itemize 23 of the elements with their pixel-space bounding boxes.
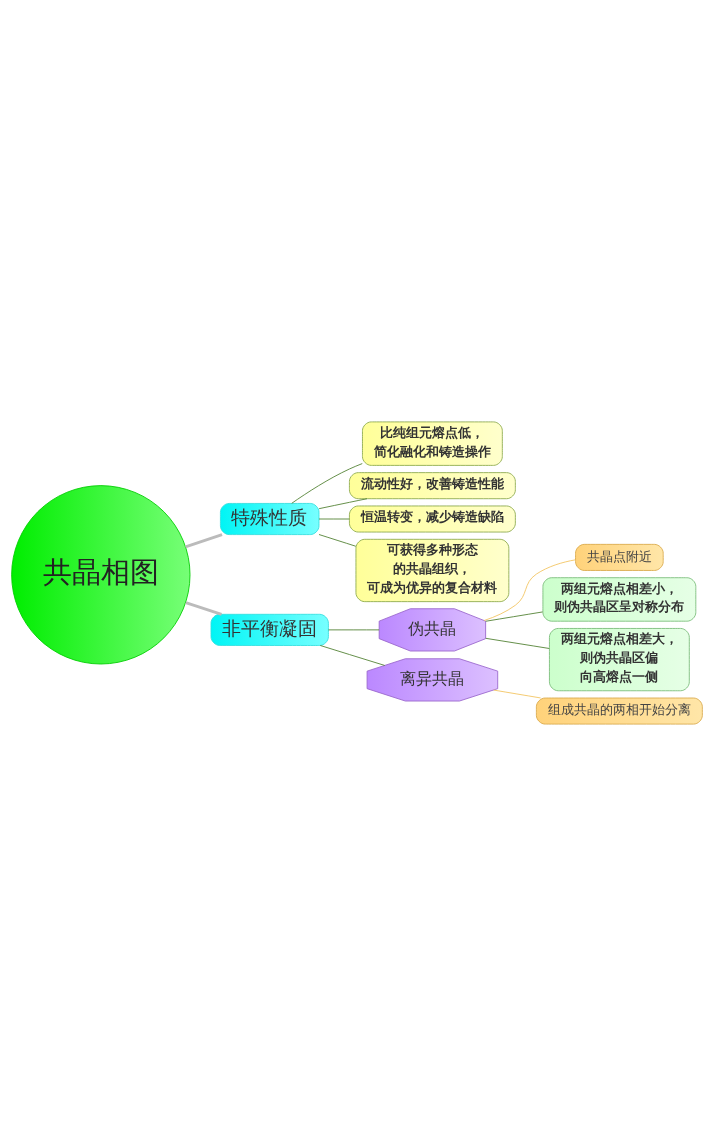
node-box: 比纯组元熔点低，简化融化和铸造操作 bbox=[362, 421, 503, 466]
connector bbox=[318, 498, 368, 510]
connector bbox=[485, 611, 544, 622]
connector bbox=[185, 533, 223, 549]
node-box: 两组元熔点相差大，则伪共晶区偏向高熔点一侧 bbox=[549, 628, 690, 692]
connector bbox=[485, 637, 550, 649]
node-box: 可获得多种形态的共晶组织，可成为优异的复合材料 bbox=[355, 538, 510, 603]
connector bbox=[327, 629, 380, 631]
connector bbox=[319, 645, 386, 666]
node-box: 共晶点附近 bbox=[575, 543, 664, 571]
node-box: 特殊性质 bbox=[220, 503, 320, 536]
node-box: 恒温转变，减少铸造缺陷 bbox=[349, 505, 516, 533]
connector bbox=[493, 689, 542, 699]
connector bbox=[318, 518, 350, 520]
node-circle: 共晶相图 bbox=[11, 485, 191, 665]
node-box: 组成共晶的两相开始分离 bbox=[535, 697, 703, 725]
connector bbox=[185, 601, 222, 616]
node-box: 非平衡凝固 bbox=[210, 613, 329, 646]
connector bbox=[318, 534, 357, 547]
connector bbox=[291, 463, 363, 504]
node-box: 流动性好，改善铸造性能 bbox=[349, 472, 516, 500]
node-box: 两组元熔点相差小，则伪共晶区呈对称分布 bbox=[542, 577, 697, 622]
connector bbox=[483, 559, 576, 621]
